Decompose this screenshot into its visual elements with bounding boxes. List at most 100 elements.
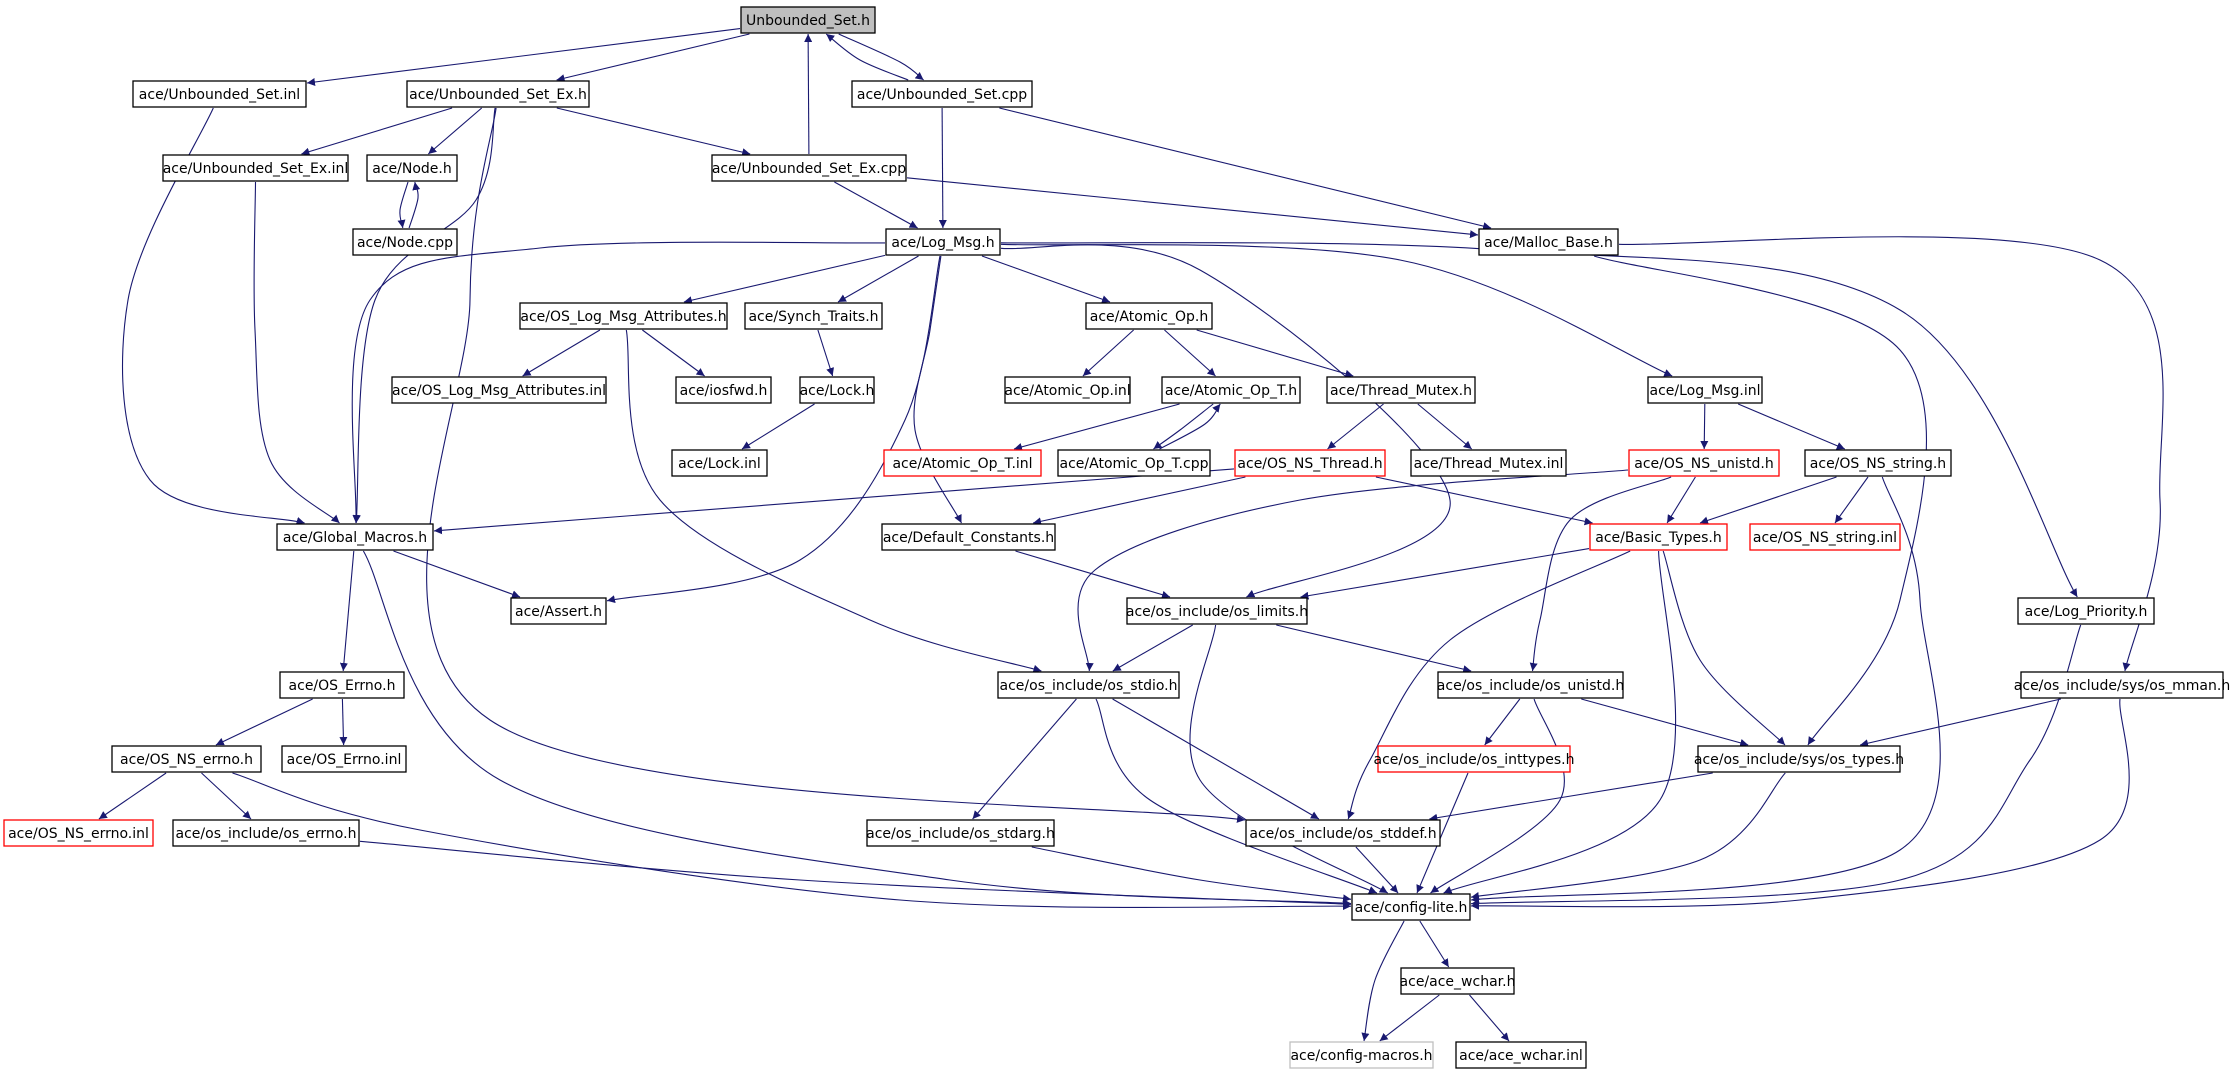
file-node-lock-inl[interactable]: ace/Lock.inl [671,449,768,477]
file-node-label: ace/Assert.h [515,604,602,620]
file-node-box [279,671,405,699]
edge-unbounded-set-ex-h-to-node-h [427,107,483,155]
file-node-label: ace/Thread_Mutex.inl [1414,456,1564,472]
file-node-box [1161,376,1301,404]
file-node-ace-wchar-h[interactable]: ace/ace_wchar.h [1400,967,1516,995]
file-node-os-ns-string-inl[interactable]: ace/OS_NS_string.inl [1749,523,1901,551]
file-node-box [866,819,1055,847]
edge-os-stdio-h-to-os-stdarg-h [972,698,1077,820]
file-node-box [1749,523,1901,551]
file-node-atomic-op-t-inl[interactable]: ace/Atomic_Op_T.inl [883,449,1042,477]
file-node-os-unistd-h[interactable]: ace/os_include/os_unistd.h [1437,671,1624,699]
file-node-label: ace/Lock.inl [678,456,761,472]
file-node-assert-h[interactable]: ace/Assert.h [510,597,607,625]
file-node-label: ace/Node.cpp [357,235,453,251]
file-node-iosfwd-h[interactable]: ace/iosfwd.h [675,376,772,404]
file-node-box [1289,1041,1434,1069]
file-node-synch-traits-h[interactable]: ace/Synch_Traits.h [744,302,883,330]
file-node-config-macros-h[interactable]: ace/config-macros.h [1289,1041,1434,1069]
edge-log-msg-inl-to-os-ns-string-h [1737,403,1846,450]
file-node-default-constants-h[interactable]: ace/Default_Constants.h [881,523,1056,551]
edge-lock-h-to-lock-inl [741,403,815,450]
edge-os-stdio-h-to-os-stddef-h [1112,698,1320,820]
file-node-node-h[interactable]: ace/Node.h [366,154,458,182]
file-node-os-stddef-h[interactable]: ace/os_include/os_stddef.h [1245,819,1441,847]
edge-os-errno-h-to-os-errno-inl [339,698,348,746]
edge-os-include-os-errno-h-to-config-lite-h [359,840,1352,908]
file-node-box [740,6,876,34]
edge-os-mman-h-to-config-lite-h [1470,698,2130,910]
file-node-box [1400,967,1515,995]
file-node-os-inttypes-h[interactable]: ace/os_include/os_inttypes.h [1374,745,1575,773]
file-node-unbounded-set-ex-h[interactable]: ace/Unbounded_Set_Ex.h [406,80,590,108]
file-node-label: ace/Atomic_Op_T.h [1165,383,1297,399]
file-node-os-mman-h[interactable]: ace/os_include/sys/os_mman.h [2014,671,2230,699]
edge-unbounded-set-cpp-to-malloc-base-h [999,107,1492,230]
file-node-config-lite-h[interactable]: ace/config-lite.h [1351,893,1471,921]
file-node-log-msg-h[interactable]: ace/Log_Msg.h [885,228,1001,256]
file-node-os-ns-thread-h[interactable]: ace/OS_NS_Thread.h [1234,449,1386,477]
file-node-thread-mutex-inl[interactable]: ace/Thread_Mutex.inl [1410,449,1567,477]
file-node-unbounded-set-inl[interactable]: ace/Unbounded_Set.inl [132,80,307,108]
file-node-unbounded-set-h[interactable]: Unbounded_Set.h [740,6,876,34]
file-node-os-limits-h[interactable]: ace/os_include/os_limits.h [1126,597,1308,625]
file-node-lock-h[interactable]: ace/Lock.h [799,376,875,404]
file-node-node-cpp[interactable]: ace/Node.cpp [352,228,458,256]
file-node-label: ace/config-lite.h [1355,900,1468,916]
edge-atomic-op-t-h-to-atomic-op-t-inl [1013,403,1180,451]
edge-unbounded-set-cpp-to-unbounded-set-h [825,33,909,81]
file-node-os-ns-errno-h[interactable]: ace/OS_NS_errno.h [111,745,262,773]
file-node-basic-types-h[interactable]: ace/Basic_Types.h [1589,523,1728,551]
file-node-os-ns-string-h[interactable]: ace/OS_NS_string.h [1804,449,1952,477]
file-node-unbounded-set-cpp[interactable]: ace/Unbounded_Set.cpp [851,80,1033,108]
file-node-os-types-h[interactable]: ace/os_include/sys/os_types.h [1694,745,1904,773]
edge-unbounded-set-ex-cpp-to-unbounded-set-h [804,33,813,155]
file-node-box [885,228,1001,256]
file-node-malloc-base-h[interactable]: ace/Malloc_Base.h [1478,228,1619,256]
file-node-os-include-os-errno-h[interactable]: ace/os_include/os_errno.h [172,819,360,847]
edge-log-msg-h-to-os-limits-h [1000,244,1451,598]
file-nodes: Unbounded_Set.h ace/Unbounded_Set.inl ace/… [3,6,2230,1069]
file-node-os-stdio-h[interactable]: ace/os_include/os_stdio.h [997,671,1180,699]
file-node-unbounded-set-ex-cpp[interactable]: ace/Unbounded_Set_Ex.cpp [711,154,907,182]
file-node-os-stdarg-h[interactable]: ace/os_include/os_stdarg.h [866,819,1055,847]
edge-basic-types-h-to-os-stddef-h [1347,550,1631,820]
file-node-os-ns-errno-inl[interactable]: ace/OS_NS_errno.inl [3,819,154,847]
file-node-label: ace/Atomic_Op.inl [1004,383,1130,399]
file-node-os-log-msg-attributes-inl[interactable]: ace/OS_Log_Msg_Attributes.inl [391,376,607,404]
file-node-atomic-op-t-cpp[interactable]: ace/Atomic_Op_T.cpp [1057,449,1211,477]
file-node-atomic-op-h[interactable]: ace/Atomic_Op.h [1085,302,1213,330]
edge-os-errno-h-to-os-ns-errno-h [215,698,313,746]
edge-global-macros-h-to-assert-h [393,550,521,599]
edge-atomic-op-h-to-atomic-op-t-h [1164,329,1216,377]
file-node-os-errno-h[interactable]: ace/OS_Errno.h [279,671,405,699]
file-node-atomic-op-inl[interactable]: ace/Atomic_Op.inl [1004,376,1131,404]
file-node-atomic-op-t-h[interactable]: ace/Atomic_Op_T.h [1161,376,1301,404]
edge-log-msg-h-to-default-constants-h [913,255,962,524]
file-node-label: ace/Unbounded_Set_Ex.inl [163,161,349,177]
edge-global-macros-h-to-os-errno-h [339,550,355,672]
edge-log-msg-h-to-synch-traits-h [837,255,919,303]
file-node-log-priority-h[interactable]: ace/Log_Priority.h [2017,597,2155,625]
file-node-label: ace/Unbounded_Set_Ex.h [409,87,587,103]
file-node-ace-wchar-inl[interactable]: ace/ace_wchar.inl [1455,1041,1587,1069]
file-node-box [1589,523,1728,551]
file-node-unbounded-set-ex-inl[interactable]: ace/Unbounded_Set_Ex.inl [162,154,349,182]
file-node-log-msg-inl[interactable]: ace/Log_Msg.inl [1647,376,1763,404]
file-node-os-errno-inl[interactable]: ace/OS_Errno.inl [281,745,407,773]
file-node-label: ace/os_include/os_stddef.h [1249,826,1436,842]
edge-os-inttypes-h-to-config-lite-h [1416,772,1469,894]
file-node-box [1004,376,1131,404]
edge-unbounded-set-cpp-to-log-msg-h [938,107,947,229]
file-node-thread-mutex-h[interactable]: ace/Thread_Mutex.h [1326,376,1476,404]
edge-os-limits-h-to-config-lite-h [1189,624,1388,894]
file-node-os-log-msg-attributes-h[interactable]: ace/OS_Log_Msg_Attributes.h [519,302,728,330]
file-node-box [1647,376,1763,404]
edge-os-ns-thread-h-to-default-constants-h [1032,476,1246,526]
edge-config-lite-h-to-config-macros-h [1361,920,1405,1042]
file-node-label: ace/os_include/os_stdarg.h [866,826,1055,842]
file-node-box [2020,671,2224,699]
file-node-global-macros-h[interactable]: ace/Global_Macros.h [276,523,434,551]
file-node-label: ace/OS_NS_Thread.h [1237,456,1382,472]
file-node-os-ns-unistd-h[interactable]: ace/OS_NS_unistd.h [1628,449,1780,477]
